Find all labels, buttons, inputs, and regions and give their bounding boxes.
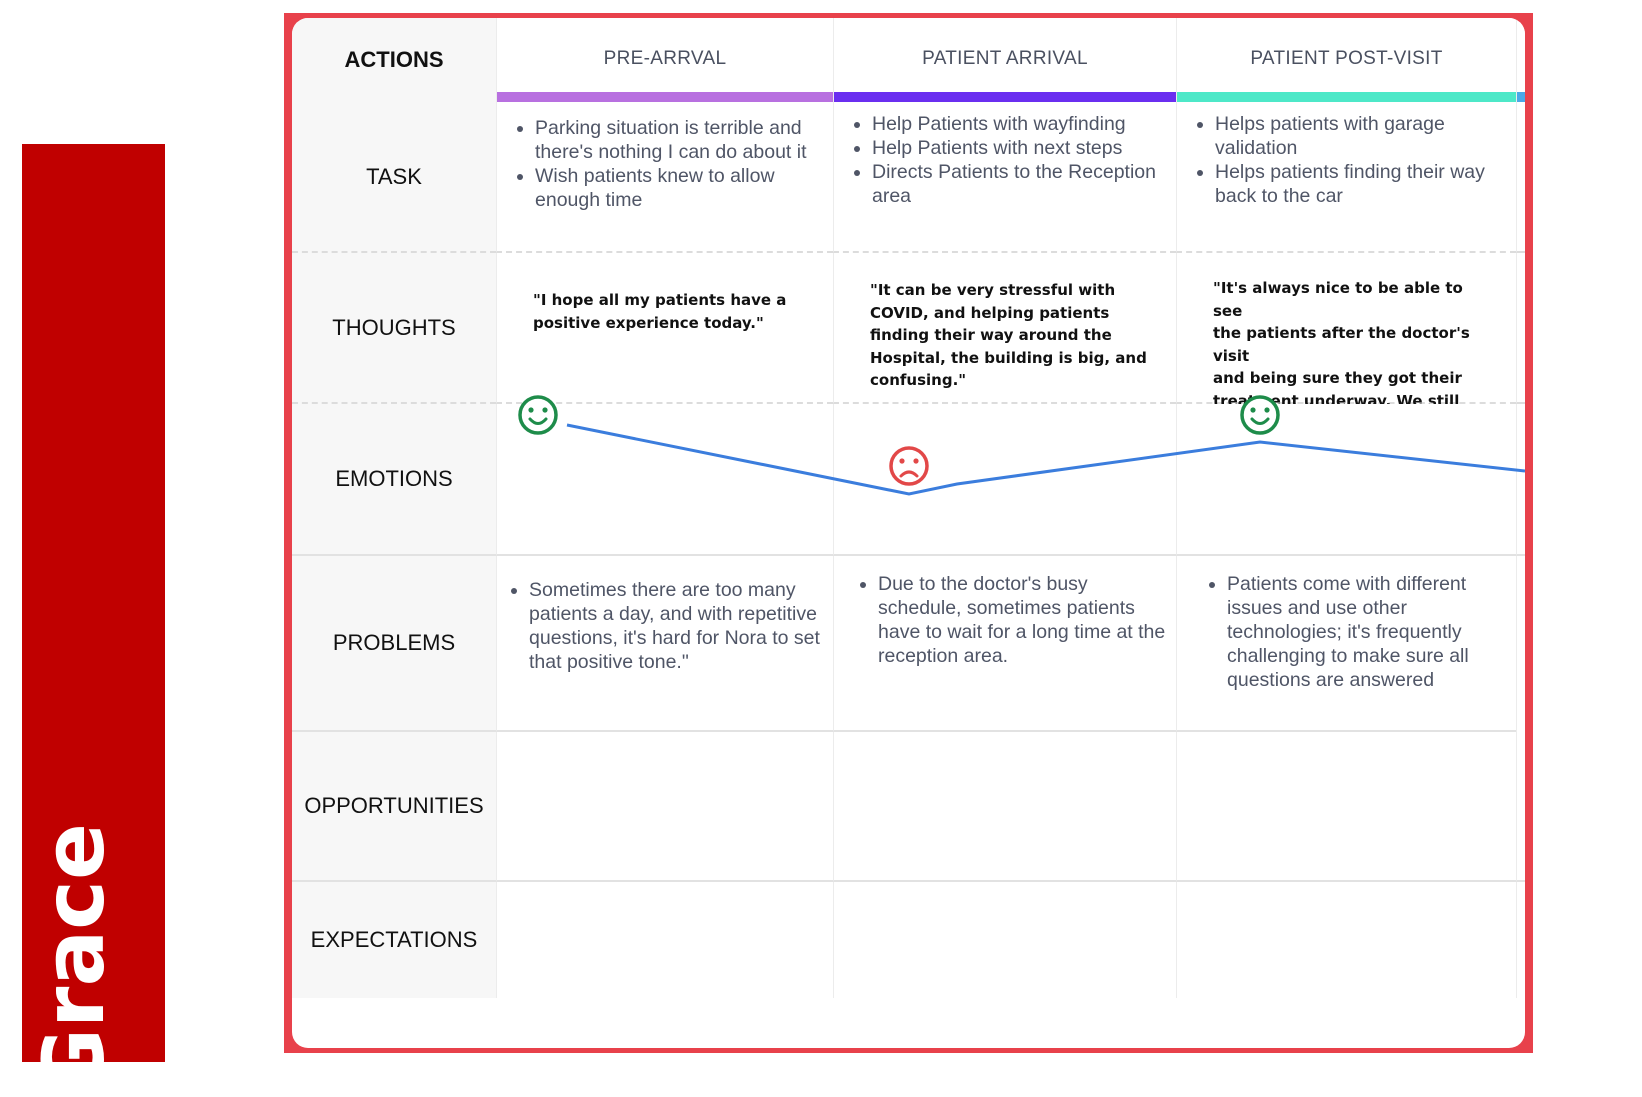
task-item: Helps patients finding their way back to… [1215, 160, 1516, 208]
row-label-actions: ACTIONS [292, 18, 496, 102]
emotion-cell-post-visit [1176, 404, 1516, 556]
column-stripe [497, 92, 833, 102]
problem-cell-post-visit: Patients come with different issues and … [1176, 556, 1516, 732]
emotion-cell-pre-arrival [496, 404, 833, 556]
problem-item: Due to the doctor's busy schedule, somet… [878, 572, 1176, 668]
task-item: Help Patients with next steps [872, 136, 1176, 160]
column-header-patient-arrival: PATIENT ARRIVAL [833, 18, 1176, 102]
journey-map-card: ACTIONS PRE-ARRVAL PATIENT ARRIVAL PATIE… [292, 18, 1525, 1048]
emotion-cell-patient-arrival [833, 404, 1176, 556]
row-label-thoughts: THOUGHTS [292, 253, 496, 404]
problem-cell-patient-arrival: Due to the doctor's busy schedule, somet… [833, 556, 1176, 732]
row-label-task: TASK [292, 102, 496, 253]
overflow-cell [1516, 556, 1525, 732]
row-label-emotions: EMOTIONS [292, 404, 496, 556]
task-item: Parking situation is terrible and there'… [535, 116, 833, 164]
task-cell-pre-arrival: Parking situation is terrible and there'… [496, 102, 833, 253]
task-item: Help Patients with wayfinding [872, 112, 1176, 136]
problem-cell-pre-arrival: Sometimes there are too many patients a … [496, 556, 833, 732]
row-label-problems: PROBLEMS [292, 556, 496, 732]
row-label-expectations: EXPECTATIONS [292, 882, 496, 998]
thought-quote: "It can be very stressful with COVID, an… [870, 281, 1147, 389]
column-header-post-visit: PATIENT POST-VISIT [1176, 18, 1516, 102]
expectation-cell-patient-arrival [833, 882, 1176, 998]
task-item: Directs Patients to the Reception area [872, 160, 1176, 208]
overflow-cell [1516, 732, 1525, 882]
opportunity-cell-pre-arrival [496, 732, 833, 882]
problem-item: Sometimes there are too many patients a … [529, 578, 833, 674]
row-label-opportunities: OPPORTUNITIES [292, 732, 496, 882]
problem-item: Patients come with different issues and … [1227, 572, 1496, 692]
opportunity-cell-post-visit [1176, 732, 1516, 882]
persona-name-bar: Grace [22, 144, 165, 1097]
journey-map-grid: ACTIONS PRE-ARRVAL PATIENT ARRIVAL PATIE… [292, 18, 1525, 998]
overflow-cell [1516, 253, 1525, 404]
thought-cell-post-visit: "It's always nice to be able to see the … [1176, 253, 1516, 477]
column-title: PATIENT ARRIVAL [922, 48, 1088, 69]
task-item: Helps patients with garage validation [1215, 112, 1516, 160]
column-title: PATIENT POST-VISIT [1250, 48, 1443, 69]
expectation-cell-pre-arrival [496, 882, 833, 998]
column-header-overflow [1516, 18, 1525, 102]
column-stripe [1517, 92, 1525, 102]
overflow-cell [1516, 404, 1525, 556]
column-stripe [834, 92, 1176, 102]
task-cell-patient-arrival: Help Patients with wayfinding Help Patie… [833, 102, 1176, 253]
column-stripe [1177, 92, 1516, 102]
thought-cell-patient-arrival: "It can be very stressful with COVID, an… [833, 253, 1176, 404]
column-title: PRE-ARRVAL [603, 48, 727, 69]
expectation-cell-post-visit [1176, 882, 1516, 998]
thought-cell-pre-arrival: "I hope all my patients have a positive … [496, 253, 833, 404]
thought-quote: "I hope all my patients have a positive … [533, 291, 787, 332]
column-header-pre-arrival: PRE-ARRVAL [496, 18, 833, 102]
opportunity-cell-patient-arrival [833, 732, 1176, 882]
journey-map-frame: ACTIONS PRE-ARRVAL PATIENT ARRIVAL PATIE… [284, 13, 1533, 1053]
task-cell-post-visit: Helps patients with garage validation He… [1176, 102, 1516, 253]
task-item: Wish patients knew to allow enough time [535, 164, 833, 212]
overflow-cell [1516, 102, 1525, 253]
overflow-cell [1516, 882, 1525, 998]
